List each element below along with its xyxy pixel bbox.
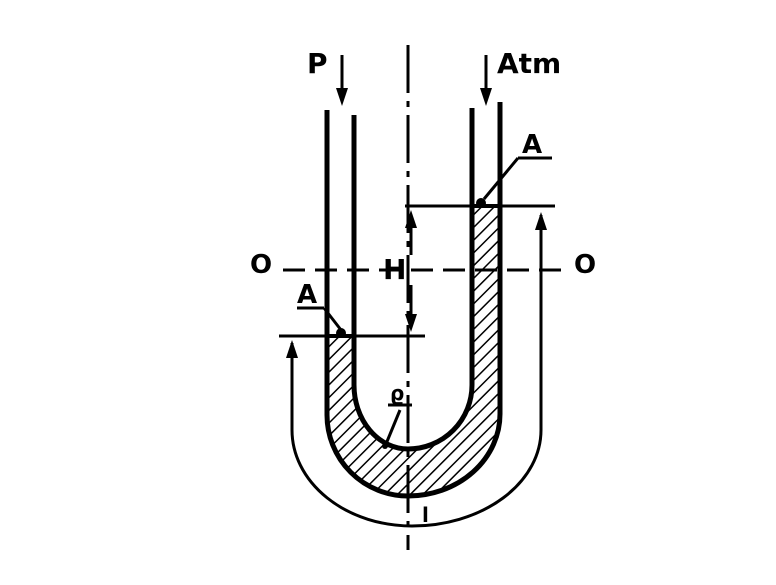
interface-top-leader	[482, 156, 552, 200]
datum-left-label: O	[250, 250, 272, 280]
height-label: H	[383, 253, 406, 286]
datum-right-label: O	[574, 250, 596, 280]
density-label: ϱ	[390, 381, 404, 405]
length-label: l	[422, 503, 429, 527]
atmosphere-arrow	[480, 55, 492, 106]
pressure-arrow	[336, 55, 348, 106]
interface-bottom-leader	[297, 306, 343, 331]
liquid-column	[327, 198, 500, 496]
tube-inner-wall	[351, 108, 475, 452]
density-leader	[382, 403, 412, 449]
pressure-label: P	[307, 47, 328, 80]
length-dimension	[286, 212, 547, 528]
interface-bottom-label: A	[297, 280, 317, 310]
height-dimension	[405, 210, 417, 332]
atmosphere-label: Atm	[497, 47, 561, 80]
interface-top-label: A	[522, 130, 542, 160]
